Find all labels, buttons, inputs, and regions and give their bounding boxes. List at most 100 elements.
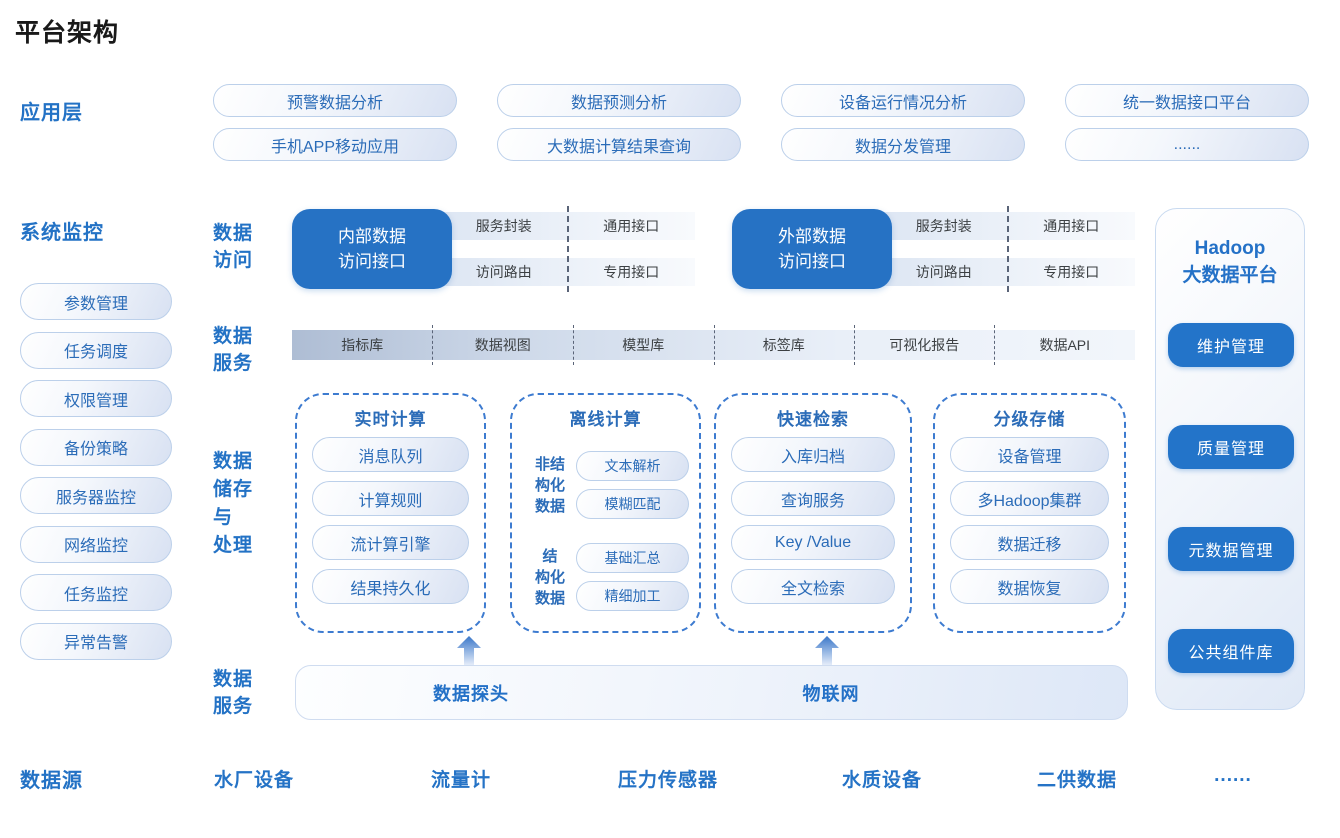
external-access-group: 服务封装 通用接口 访问路由 专用接口 外部数据 访问接口 [732,206,1135,292]
system-monitor-item: 任务监控 [20,574,172,611]
data-source-label: 数据源 [20,770,83,792]
group-pill-list: 入库归档 查询服务 Key /Value 全文检索 [716,437,910,604]
data-access-label-line: 数据 [213,223,254,244]
system-monitor-item: 网络监控 [20,525,172,563]
app-layer-pill: 大数据计算结果查询 [497,128,741,161]
service-cell: 数据API [1039,337,1091,353]
group-title: 离线计算 [569,410,642,429]
realtime-compute-box: 实时计算 消息队列 计算规则 流计算引擎 结果持久化 [295,393,486,633]
group-pill: 数据迁移 [950,525,1109,560]
sub-pill: 精细加工 [576,581,689,611]
hadoop-button: 质量管理 [1168,425,1294,469]
access-cell: 通用接口 [603,218,660,234]
access-cell: 通用接口 [1043,218,1100,234]
app-layer-pill: 数据预测分析 [497,84,741,117]
structured-data-label: 结 构化 数据 [524,546,576,609]
group-pill: 流计算引擎 [312,525,469,560]
group-pill-list: 设备管理 多Hadoop集群 数据迁移 数据恢复 [935,437,1124,604]
dashed-divider [853,325,855,365]
app-layer-pill: 统一数据接口平台 [1065,84,1309,117]
internal-access-group: 服务封装 通用接口 访问路由 专用接口 内部数据 访问接口 [292,206,695,292]
storage-label-line: 数据 [213,451,254,472]
hadoop-button: 公共组件库 [1168,629,1294,673]
system-monitor-label: 系统监控 [20,222,104,244]
group-pill: 多Hadoop集群 [950,481,1109,516]
sub-pill-list: 基础汇总 精细加工 [576,543,689,611]
storage-label-line: 储存 [213,479,254,500]
internal-data-access-box: 内部数据 访问接口 [292,209,452,289]
system-monitor-item: 权限管理 [20,380,172,417]
internal-data-access-box-line: 访问接口 [338,252,406,271]
system-monitor-item: 任务调度 [20,331,172,369]
dashed-divider [994,325,996,365]
system-monitor-item: 服务器监控 [20,477,172,514]
external-data-access-box: 外部数据 访问接口 [732,209,892,289]
page-title: 平台架构 [15,19,120,47]
system-monitor-item: 备份策略 [20,428,172,466]
access-cell: 访问路由 [915,264,972,280]
app-layer-pill: 设备运行情况分析 [781,84,1025,117]
group-pill: 数据恢复 [950,569,1109,604]
service-cell: 模型库 [622,337,665,353]
service-cell: 指标库 [341,337,384,353]
storage-label-line: 与 [213,507,234,528]
system-monitor-list: 参数管理 任务调度 权限管理 备份策略 服务器监控 网络监控 任务监控 异常告警 [20,283,172,660]
group-title: 分级存储 [993,410,1066,429]
app-layer-pill: 手机APP移动应用 [213,128,457,161]
up-arrow-icon [457,636,481,666]
app-layer-pill-grid: 预警数据分析 数据预测分析 设备运行情况分析 统一数据接口平台 手机APP移动应… [213,84,1309,161]
group-pill: 入库归档 [731,437,895,472]
ingest-item: 物联网 [802,683,860,704]
dashed-divider [1007,206,1009,292]
data-access-label-line: 访问 [213,250,254,271]
group-pill: 计算规则 [312,481,469,516]
data-service-label-line: 服务 [213,353,254,374]
group-pill: 消息队列 [312,437,469,472]
hadoop-button: 维护管理 [1168,323,1294,367]
sub-label-line: 结 [542,547,558,565]
access-cell: 专用接口 [1043,264,1100,280]
external-data-access-box-line: 访问接口 [778,252,846,271]
service-cell: 可视化报告 [889,337,960,353]
app-layer-pill: 预警数据分析 [213,84,457,117]
hadoop-button: 元数据管理 [1168,527,1294,571]
group-pill: Key /Value [731,525,895,560]
data-source-item-more: ...... [1214,765,1252,786]
sub-label-line: 构化 [534,476,565,494]
access-cell: 访问路由 [475,264,532,280]
internal-data-access-box-line: 内部数据 [338,227,406,246]
dashed-divider [572,325,574,365]
dashed-divider [713,325,715,365]
sub-pill: 模糊匹配 [576,489,689,519]
group-pill-list: 消息队列 计算规则 流计算引擎 结果持久化 [297,437,484,604]
system-monitor-item: 参数管理 [20,283,172,320]
group-pill: 设备管理 [950,437,1109,472]
sub-pill: 基础汇总 [576,543,689,573]
up-arrow-icon [815,636,839,666]
data-source-item: 二供数据 [1036,770,1118,791]
service-cell: 标签库 [762,337,805,353]
service-cell: 数据视图 [474,337,531,353]
offline-compute-box: 离线计算 非结 构化 数据 文本解析 模糊匹配 结 构化 数据 基础汇总 精细加… [510,393,701,633]
access-cell: 服务封装 [475,218,532,234]
ingest-bar: 数据探头 物联网 [295,665,1128,720]
access-cell: 专用接口 [603,264,660,280]
fast-retrieval-box: 快速检索 入库归档 查询服务 Key /Value 全文检索 [714,393,912,633]
data-access-label: 数据 访问 [213,220,253,274]
group-title: 快速检索 [777,410,849,429]
sub-pill-list: 文本解析 模糊匹配 [576,451,689,519]
hadoop-title-line: 大数据平台 [1182,265,1278,286]
hadoop-panel-title: Hadoop 大数据平台 [1156,235,1304,289]
dashed-divider [567,206,569,292]
storage-label-line: 处理 [213,535,254,556]
group-pill: 全文检索 [731,569,895,604]
data-source-item: 水质设备 [841,770,923,791]
group-pill: 查询服务 [731,481,895,516]
group-pill: 结果持久化 [312,569,469,604]
storage-label: 数据 储存 与 处理 [213,448,253,560]
structured-data-row: 结 构化 数据 基础汇总 精细加工 [512,543,699,611]
hadoop-panel: Hadoop 大数据平台 维护管理 质量管理 元数据管理 公共组件库 [1155,208,1305,710]
data-source-item: 水厂设备 [213,770,295,791]
sub-pill: 文本解析 [576,451,689,481]
